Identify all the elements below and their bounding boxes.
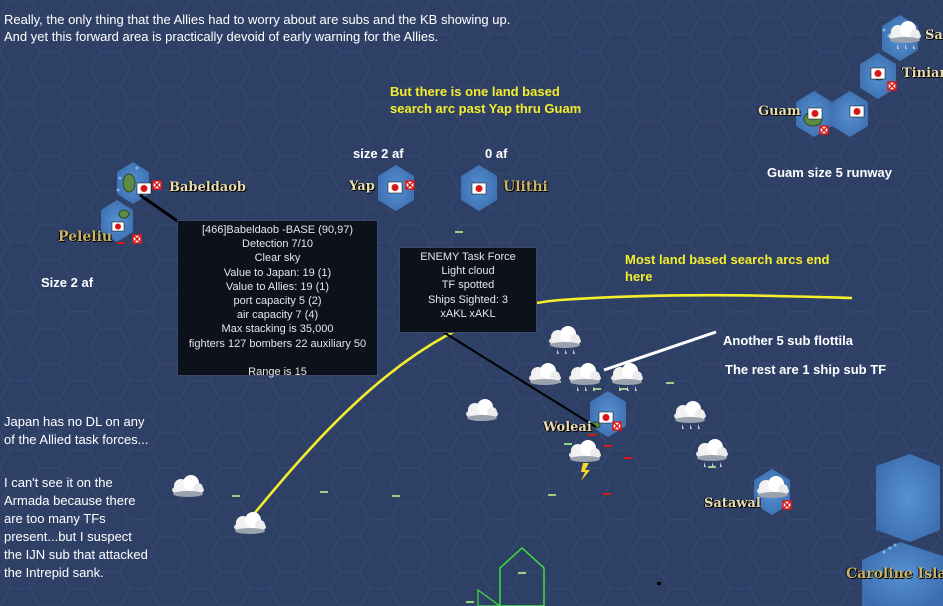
- popup-line: xAKL xAKL: [440, 307, 496, 320]
- popup-line: air capacity 7 (4): [236, 309, 319, 322]
- pointer-line-flotilla: [603, 330, 717, 372]
- enemy-tf-markers: [117, 242, 632, 495]
- place-yap[interactable]: Yap: [349, 179, 375, 194]
- place-ulithi[interactable]: Ulithi: [503, 179, 548, 195]
- base-flag-icon: [598, 411, 614, 424]
- storm-cloud-icon: [569, 440, 601, 481]
- rain-cloud-icon: [569, 363, 601, 391]
- base-flag-icon: [807, 107, 823, 120]
- base-flag-icon: [387, 181, 403, 194]
- popup-line: Max stacking is 35,000: [221, 323, 334, 336]
- popup-line: port capacity 5 (2): [233, 295, 322, 308]
- rain-cloud-icon: [549, 326, 581, 354]
- base-flag-icon: [849, 105, 865, 118]
- annotation-one-ship: The rest are 1 ship sub TF: [725, 362, 887, 377]
- cloud-icon: [757, 476, 789, 498]
- annotation-peleliu-af: Size 2 af: [41, 275, 94, 290]
- search-arc-line: [243, 293, 853, 526]
- cloud-icon: [234, 512, 266, 534]
- rain-cloud-icon: [696, 439, 728, 467]
- rain-cloud-icon: [889, 21, 921, 49]
- annotation-no-dl: Japan has no DL on any of the Allied tas…: [4, 414, 149, 447]
- popup-line: [466]Babeldaob -BASE (90,97): [201, 224, 354, 236]
- base-flag-icon: [870, 67, 886, 80]
- place-tinian[interactable]: Tinian: [902, 66, 943, 81]
- pointer-line-tf: [439, 329, 597, 428]
- annotation-yap-af: size 2 af: [353, 146, 404, 161]
- place-saipan[interactable]: Sai: [925, 28, 943, 43]
- popup-line: Ships Sighted: 3: [427, 293, 509, 306]
- place-babeldaob[interactable]: Babeldaob: [169, 180, 246, 195]
- annotation-guam-runway: Guam size 5 runway: [767, 165, 892, 180]
- hex-east: [876, 454, 940, 542]
- annotation-ulithi-af: 0 af: [485, 146, 508, 161]
- cloud-icon: [172, 475, 204, 497]
- base-flag-icon: [111, 221, 125, 232]
- annotation-intro: Really, the only thing that the Allies h…: [4, 12, 511, 44]
- popup-line: [178, 351, 377, 365]
- rain-cloud-icon: [674, 401, 706, 429]
- hex-caroline: [862, 542, 943, 606]
- popup-line: fighters 127 bombers 22 auxiliary 50: [188, 337, 367, 350]
- popup-line: Value to Allies: 19 (1): [225, 280, 330, 293]
- place-caroline[interactable]: Caroline Island: [846, 566, 943, 582]
- pointer-line-base: [139, 193, 184, 227]
- popup-line: Range is 15: [248, 365, 307, 378]
- task-force-popup: ENEMY Task Force Light cloud TF spotted …: [399, 247, 537, 333]
- popup-line: ENEMY Task Force: [420, 251, 516, 263]
- place-satawal[interactable]: Satawal: [704, 496, 761, 511]
- popup-line: Detection 7/10: [242, 238, 313, 251]
- place-guam[interactable]: Guam: [758, 104, 801, 119]
- annotation-arcs-end: Most land based search arcs end here: [625, 252, 830, 284]
- cloud-icon: [529, 363, 561, 385]
- place-peleliu[interactable]: Peleliu: [58, 229, 113, 245]
- annotation-flotilla: Another 5 sub flottila: [723, 333, 853, 348]
- popup-line: Clear sky: [254, 252, 301, 265]
- rain-cloud-icon: [611, 363, 643, 391]
- popup-line: TF spotted: [441, 279, 495, 292]
- selected-hex: [499, 546, 545, 606]
- annotation-armada: I can't see it on the Armada because the…: [4, 475, 148, 580]
- cloud-icon: [466, 399, 498, 421]
- base-flag-icon: [471, 182, 487, 195]
- base-flag-icon: [136, 182, 152, 195]
- annotation-search-arc: But there is one land based search arc p…: [390, 84, 582, 116]
- popup-line: Light cloud: [441, 265, 495, 278]
- place-woleai[interactable]: Woleai: [543, 420, 592, 435]
- base-info-popup: [466]Babeldaob -BASE (90,97) Detection 7…: [177, 220, 378, 378]
- popup-line: Value to Japan: 19 (1): [223, 266, 332, 279]
